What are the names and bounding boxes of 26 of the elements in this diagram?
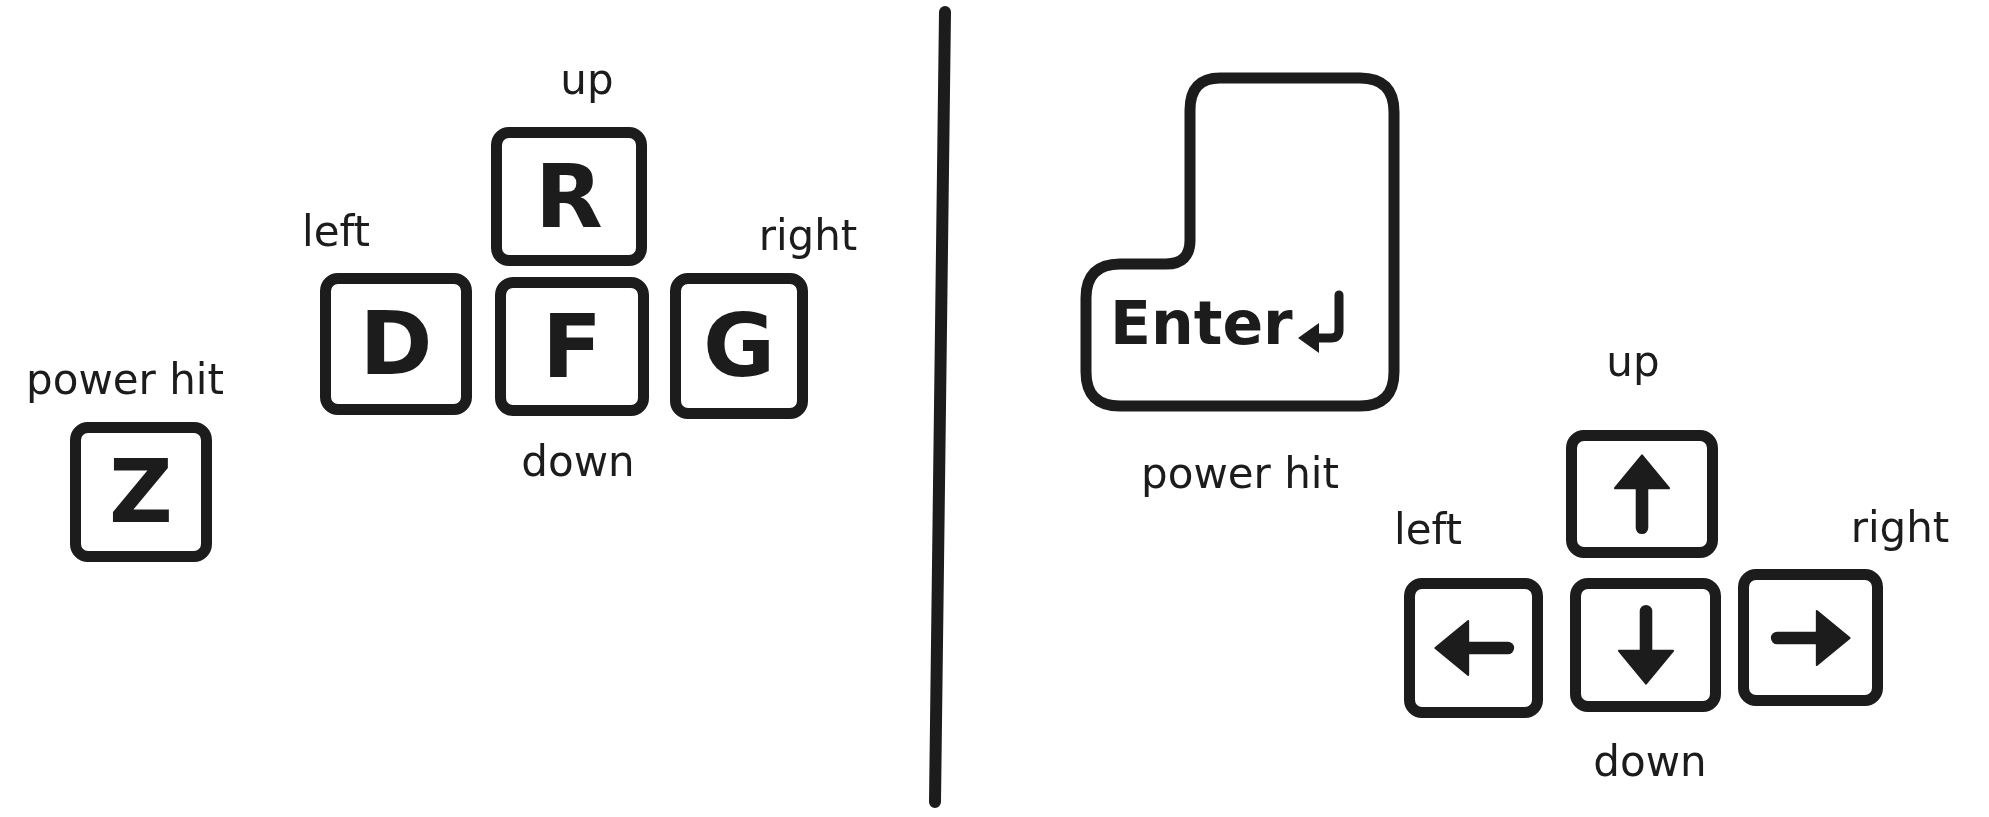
- key-letter: R: [535, 152, 603, 241]
- keyboard-key: [495, 277, 649, 416]
- key-action-label: left: [1394, 505, 1462, 555]
- key-letter: F: [541, 302, 603, 391]
- arrow-key: [1570, 578, 1721, 712]
- key-action-label: left: [302, 207, 370, 257]
- key-action-label: power hit: [26, 355, 224, 405]
- key-action-label: up: [1606, 337, 1660, 387]
- key-action-label: right: [1850, 503, 1950, 553]
- key-action-label: power hit: [1141, 449, 1339, 499]
- key-action-label: down: [1593, 737, 1707, 787]
- arrow-key: [1738, 569, 1883, 706]
- key-letter: Z: [109, 448, 173, 536]
- enter-key: [1080, 72, 1400, 412]
- key-label: Enter: [1110, 293, 1293, 353]
- arrow-key: [1566, 430, 1718, 558]
- key-action-label: down: [521, 437, 635, 487]
- key-letter: G: [702, 302, 776, 390]
- arrow-key: [1404, 578, 1543, 718]
- key-letter: D: [359, 300, 433, 388]
- keyboard-key: [491, 127, 647, 266]
- keyboard-key: [320, 273, 472, 415]
- key-action-label: up: [560, 55, 614, 105]
- keyboard-key: [70, 422, 212, 562]
- keyboard-key: [670, 273, 808, 419]
- key-action-label: right: [758, 211, 858, 261]
